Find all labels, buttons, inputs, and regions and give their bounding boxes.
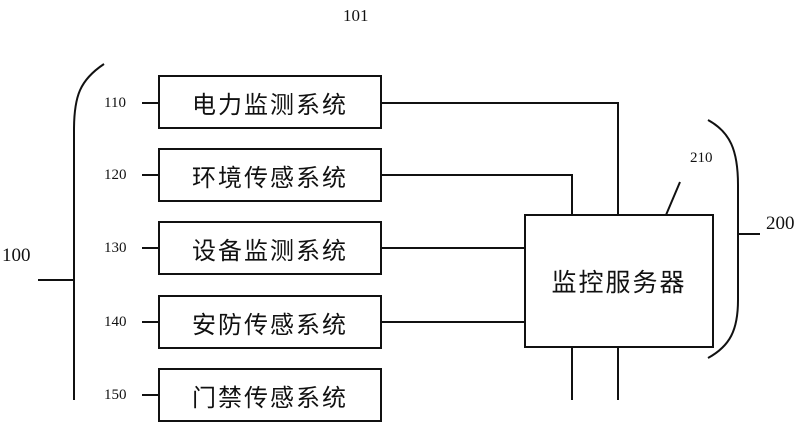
ref-210: 210	[690, 150, 713, 166]
conn-120	[382, 174, 573, 215]
box-power-monitoring-system: 电力监测系统	[158, 75, 382, 129]
patent-block-diagram: 101 100 200 210 110 120 130 140 150 电力监测…	[2, 6, 795, 422]
box-monitoring-server: 监控服务器	[524, 214, 714, 348]
box-equipment-monitoring-system: 设备监测系统	[158, 221, 382, 275]
box-access-control-sensing-system: 门禁传感系统	[158, 368, 382, 422]
ref-150: 150	[104, 387, 127, 403]
server-label: 监控服务器	[551, 268, 687, 297]
ref-101: 101	[343, 6, 369, 25]
conn-110	[382, 102, 619, 215]
ref-200: 200	[766, 213, 795, 234]
box-label: 电力监测系统	[192, 90, 348, 119]
box-label: 安防传感系统	[192, 310, 348, 339]
box-security-sensing-system: 安防传感系统	[158, 295, 382, 349]
ref-110: 110	[104, 95, 126, 111]
ref-120: 120	[104, 167, 127, 183]
box-environment-sensing-system: 环境传感系统	[158, 148, 382, 202]
box-label: 设备监测系统	[192, 236, 348, 265]
box-label: 环境传感系统	[192, 163, 348, 192]
ref-130: 130	[104, 240, 127, 256]
right-group-brace	[707, 119, 739, 359]
left-group-brace	[73, 63, 105, 400]
ref-100: 100	[2, 245, 31, 266]
connector-lines	[38, 63, 760, 400]
box-label: 门禁传感系统	[192, 383, 348, 412]
leader-210	[665, 181, 681, 216]
ref-140: 140	[104, 314, 127, 330]
